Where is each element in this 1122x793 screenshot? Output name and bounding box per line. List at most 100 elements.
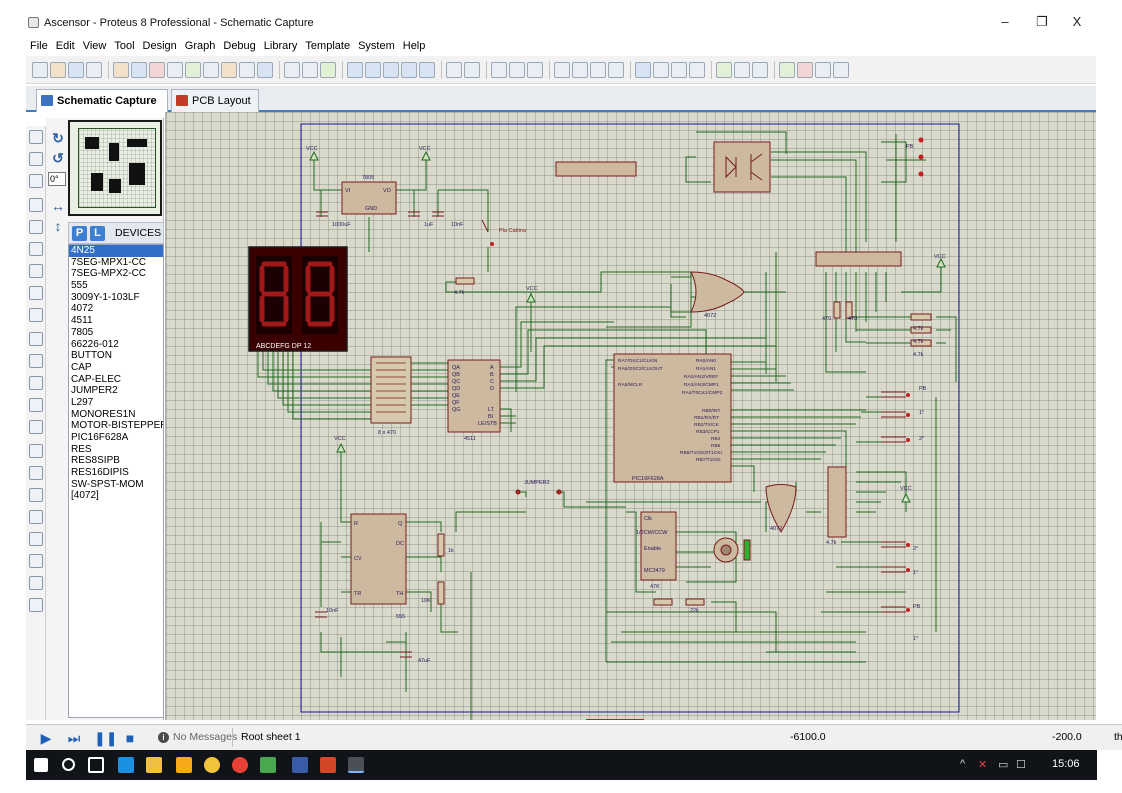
resistor-pack-8x470[interactable] bbox=[370, 356, 412, 424]
schematic-icon[interactable] bbox=[131, 61, 147, 78]
pla-cabina-switch[interactable] bbox=[481, 219, 489, 233]
tray-chevron-icon[interactable]: ^ bbox=[960, 758, 966, 770]
capacitor-10nf[interactable] bbox=[432, 211, 444, 217]
potentiometer-10k[interactable] bbox=[437, 581, 445, 605]
menu-view[interactable]: View bbox=[82, 40, 107, 52]
bcd-decoder-4511[interactable] bbox=[447, 359, 501, 433]
menu-edit[interactable]: Edit bbox=[55, 40, 75, 52]
source-code-icon[interactable] bbox=[221, 61, 237, 78]
menu-template[interactable]: Template bbox=[305, 40, 351, 52]
selection-mode-icon[interactable] bbox=[29, 130, 43, 144]
menu-graph[interactable]: Graph bbox=[184, 40, 216, 52]
or-gate-4072-b[interactable] bbox=[765, 484, 797, 533]
push-button-pb[interactable] bbox=[881, 391, 906, 398]
device-list-item[interactable]: 4N25 bbox=[69, 245, 163, 257]
capacitor-1uf[interactable] bbox=[408, 211, 420, 217]
device-pins-icon[interactable] bbox=[29, 308, 43, 322]
goto-sheet-icon[interactable] bbox=[815, 61, 831, 78]
bom-icon[interactable] bbox=[203, 61, 219, 78]
device-list-item[interactable]: 7805 bbox=[71, 326, 94, 338]
resistor-470-b[interactable] bbox=[845, 301, 853, 319]
component-mode-icon[interactable] bbox=[29, 152, 43, 166]
redo-icon[interactable] bbox=[464, 61, 480, 78]
zoom-in-icon[interactable] bbox=[365, 61, 381, 78]
pcb-icon[interactable] bbox=[149, 61, 165, 78]
voltage-probe-icon[interactable] bbox=[29, 398, 43, 412]
resistor-4k7-r1[interactable] bbox=[910, 313, 932, 321]
property-assign-icon[interactable] bbox=[752, 61, 768, 78]
notification-icon[interactable]: ☐ bbox=[1016, 759, 1026, 771]
device-list-item[interactable]: 4511 bbox=[71, 315, 93, 327]
symbol-icon[interactable] bbox=[29, 576, 43, 590]
zoom-area-icon[interactable] bbox=[419, 61, 435, 78]
home-icon[interactable] bbox=[113, 61, 129, 78]
menu-library[interactable]: Library bbox=[263, 40, 298, 52]
connector-header-top[interactable] bbox=[555, 161, 637, 177]
device-list-item[interactable]: JUMPER2 bbox=[71, 385, 118, 397]
battery-icon[interactable]: ▭ bbox=[998, 759, 1009, 771]
junction-dot-icon[interactable] bbox=[29, 174, 43, 188]
resistor-470-a[interactable] bbox=[833, 301, 841, 319]
resistor-1k[interactable] bbox=[437, 533, 445, 557]
device-list-item[interactable]: 7SEG-MPX2-CC bbox=[71, 268, 147, 280]
mirror-horizontal-icon[interactable]: ↔ bbox=[51, 198, 65, 214]
device-list-item[interactable]: RES8SIPB bbox=[71, 455, 120, 467]
origin-icon[interactable] bbox=[320, 61, 336, 78]
refresh-icon[interactable] bbox=[284, 61, 300, 78]
device-list-item[interactable]: L297 bbox=[71, 396, 94, 408]
package-tool-icon[interactable] bbox=[671, 61, 687, 78]
minimize-button[interactable]: – bbox=[1001, 14, 1009, 29]
menu-tool[interactable]: Tool bbox=[114, 40, 135, 52]
graph-icon[interactable] bbox=[29, 332, 43, 346]
subcircuit-icon[interactable] bbox=[29, 264, 43, 278]
device-list-item[interactable]: MOTOR-BISTEPPER bbox=[71, 420, 164, 432]
proteus-taskbar-icon[interactable] bbox=[348, 757, 364, 773]
menu-file[interactable]: File bbox=[30, 40, 48, 52]
pick-device-icon[interactable] bbox=[635, 61, 651, 78]
search-icon[interactable] bbox=[62, 758, 75, 771]
zoom-out-icon[interactable] bbox=[383, 61, 399, 78]
text-icon[interactable] bbox=[29, 554, 43, 568]
device-list-item[interactable]: RES bbox=[71, 443, 92, 455]
rotation-angle-field[interactable]: 0° bbox=[48, 172, 66, 186]
resistor-4k7[interactable] bbox=[455, 277, 475, 285]
tape-recorder-icon[interactable] bbox=[29, 354, 43, 368]
jumper2[interactable] bbox=[515, 489, 521, 495]
resistor-4k7-r3[interactable] bbox=[910, 339, 932, 347]
push-button-1[interactable] bbox=[881, 411, 906, 418]
resistor-22k[interactable] bbox=[685, 598, 705, 606]
3d-viewer-icon[interactable] bbox=[185, 61, 201, 78]
push-button-pb2[interactable] bbox=[881, 606, 906, 613]
new-file-icon[interactable] bbox=[32, 61, 48, 78]
device-list-item[interactable]: PIC16F628A bbox=[71, 432, 129, 443]
terminals-icon[interactable] bbox=[29, 286, 43, 300]
app-icon-green[interactable] bbox=[260, 757, 276, 773]
open-folder-icon[interactable] bbox=[50, 61, 66, 78]
resistor-pack-4k7[interactable] bbox=[827, 466, 847, 538]
menu-debug[interactable]: Debug bbox=[223, 40, 256, 52]
search-tag-icon[interactable] bbox=[734, 61, 750, 78]
import-icon[interactable] bbox=[86, 61, 102, 78]
push-button-1b[interactable] bbox=[881, 566, 906, 573]
capacitor-10nf-b[interactable] bbox=[315, 611, 327, 618]
or-gate-4072[interactable] bbox=[690, 271, 745, 313]
push-button-2[interactable] bbox=[881, 436, 906, 443]
windows-start-icon[interactable] bbox=[34, 758, 48, 772]
seven-segment-display[interactable]: ABCDEFG DP 12 bbox=[248, 246, 348, 352]
device-list-item[interactable]: MONORES1N bbox=[71, 408, 136, 420]
mirror-vertical-icon[interactable]: ↕ bbox=[54, 218, 62, 234]
path-icon[interactable] bbox=[29, 532, 43, 546]
file-explorer-icon[interactable] bbox=[146, 757, 162, 773]
pause-icon[interactable]: ❚❚ bbox=[94, 730, 118, 746]
menu-design[interactable]: Design bbox=[142, 40, 177, 52]
optocoupler-4n25[interactable] bbox=[713, 141, 771, 193]
undo-icon[interactable] bbox=[446, 61, 462, 78]
resistor-4k7-r2[interactable] bbox=[910, 326, 932, 334]
library-manager-button[interactable]: L bbox=[90, 226, 105, 241]
pick-devices-button[interactable]: P bbox=[72, 226, 87, 241]
device-list-item[interactable]: 7SEG-MPX1-CC bbox=[71, 256, 147, 268]
paste-icon[interactable] bbox=[527, 61, 543, 78]
schematic-canvas[interactable]: ABCDEFG DP 12 VCC VCC VCC VCC VCC VCC 78… bbox=[165, 112, 1096, 720]
block-move-icon[interactable] bbox=[572, 61, 588, 78]
